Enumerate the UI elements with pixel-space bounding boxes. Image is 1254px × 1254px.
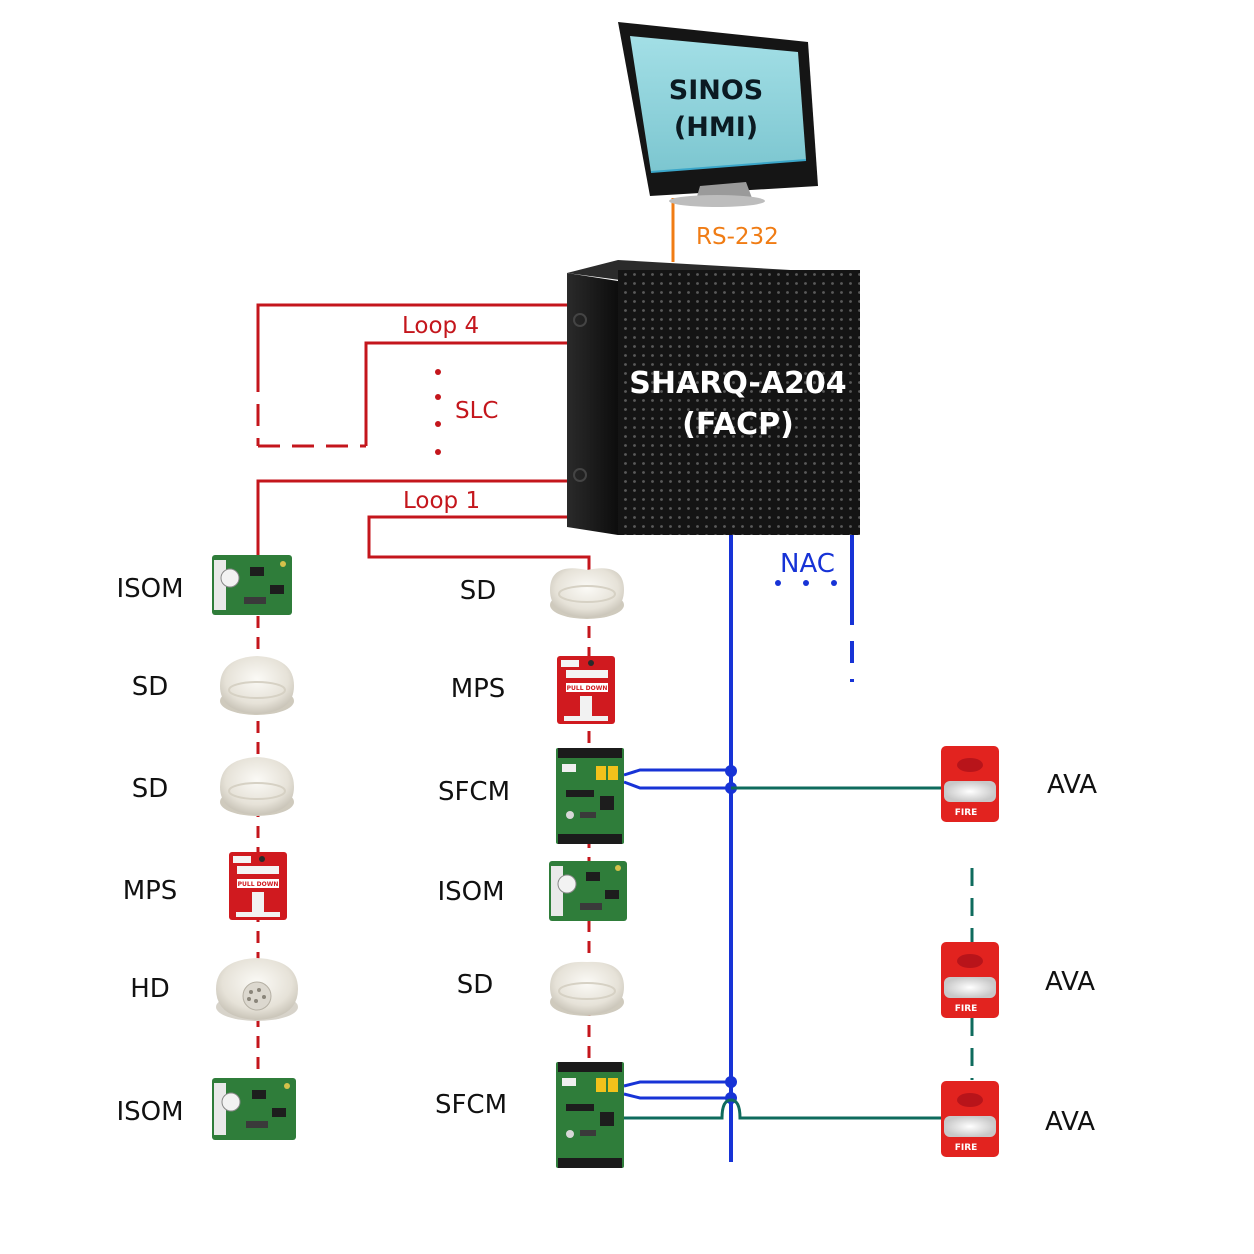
middle-label-sd: SD [457, 970, 494, 1000]
nac-junction [725, 765, 737, 777]
facp-title: SHARQ-A204 [629, 366, 846, 401]
rs232-label: RS-232 [696, 224, 779, 250]
nac-dot [831, 580, 837, 586]
left-column-labels: ISOM SD SD MPS HD ISOM [116, 574, 183, 1127]
isolator-module-icon[interactable] [549, 861, 627, 921]
middle-label-isom: ISOM [437, 877, 504, 907]
right-label-ava: AVA [1047, 770, 1097, 800]
hmi-title: SINOS [669, 75, 764, 106]
signal-control-module-icon[interactable] [556, 1062, 624, 1168]
loop4-label: Loop 4 [402, 313, 479, 339]
left-label-isom: ISOM [116, 574, 183, 604]
heat-detector-icon[interactable] [216, 958, 298, 1021]
loop1-label: Loop 1 [403, 488, 480, 514]
slc-dot [435, 421, 441, 427]
smoke-detector-icon[interactable] [220, 656, 294, 715]
loop1-inner-wire [367, 515, 591, 570]
signal-control-module-icon[interactable] [556, 748, 624, 844]
sfcm1-nac-tap-b [623, 780, 731, 790]
right-label-ava: AVA [1045, 967, 1095, 997]
control-panel-icon[interactable]: SHARQ-A204 (FACP) [567, 260, 860, 535]
horn-strobe-icon[interactable]: FIRE [941, 746, 999, 822]
monitor-icon[interactable]: SINOS (HMI) [618, 22, 818, 207]
isolator-module-icon[interactable] [212, 1078, 296, 1140]
right-label-ava: AVA [1045, 1107, 1095, 1137]
sfcm2-nac-tap-b [623, 1092, 731, 1100]
left-label-mps: MPS [123, 876, 178, 906]
middle-label-sfcm: SFCM [438, 777, 510, 807]
loop4-outer-wire [256, 303, 570, 370]
loop4-inner-wire [364, 341, 570, 446]
mps-pull-text: PULL DOWN [238, 881, 279, 888]
left-label-sd: SD [132, 774, 169, 804]
sfcm2-nac-tap-a [623, 1080, 731, 1088]
horn-strobe-icon[interactable]: FIRE [941, 1081, 999, 1157]
smoke-detector-icon[interactable] [220, 757, 294, 816]
middle-label-sfcm: SFCM [435, 1090, 507, 1120]
smoke-detector-icon[interactable] [550, 961, 624, 1016]
nac-junction [725, 1076, 737, 1088]
nac-dot [803, 580, 809, 586]
left-label-isom: ISOM [116, 1097, 183, 1127]
middle-label-sd: SD [460, 576, 497, 606]
isolator-module-icon[interactable] [212, 555, 292, 615]
left-label-sd: SD [132, 672, 169, 702]
sfcm1-nac-tap-a [623, 768, 731, 777]
slc-label: SLC [455, 398, 498, 424]
nac-dot [775, 580, 781, 586]
slc-dot [435, 369, 441, 375]
horn-strobe-icon[interactable]: FIRE [941, 942, 999, 1018]
nac-label: NAC [780, 549, 835, 579]
ava-fire-text: FIRE [955, 1004, 978, 1014]
hmi-subtitle: (HMI) [674, 112, 758, 143]
loop1-outer-wire [256, 479, 570, 556]
manual-pull-station-icon[interactable]: PULL DOWN [557, 656, 615, 724]
middle-label-mps: MPS [451, 674, 506, 704]
middle-column-labels: SD MPS SFCM ISOM SD SFCM [435, 576, 510, 1120]
slc-dot [435, 449, 441, 455]
ava-fire-text: FIRE [955, 1143, 978, 1153]
ava-fire-text: FIRE [955, 808, 978, 818]
facp-subtitle: (FACP) [682, 407, 794, 442]
slc-dot [435, 394, 441, 400]
manual-pull-station-icon[interactable]: PULL DOWN [229, 852, 287, 920]
smoke-detector-icon[interactable] [550, 568, 624, 619]
sfcm2-ava-link [624, 1098, 943, 1120]
right-column-labels: AVA AVA AVA [1045, 770, 1097, 1137]
mps-pull-text: PULL DOWN [567, 685, 608, 692]
left-label-hd: HD [130, 974, 170, 1004]
